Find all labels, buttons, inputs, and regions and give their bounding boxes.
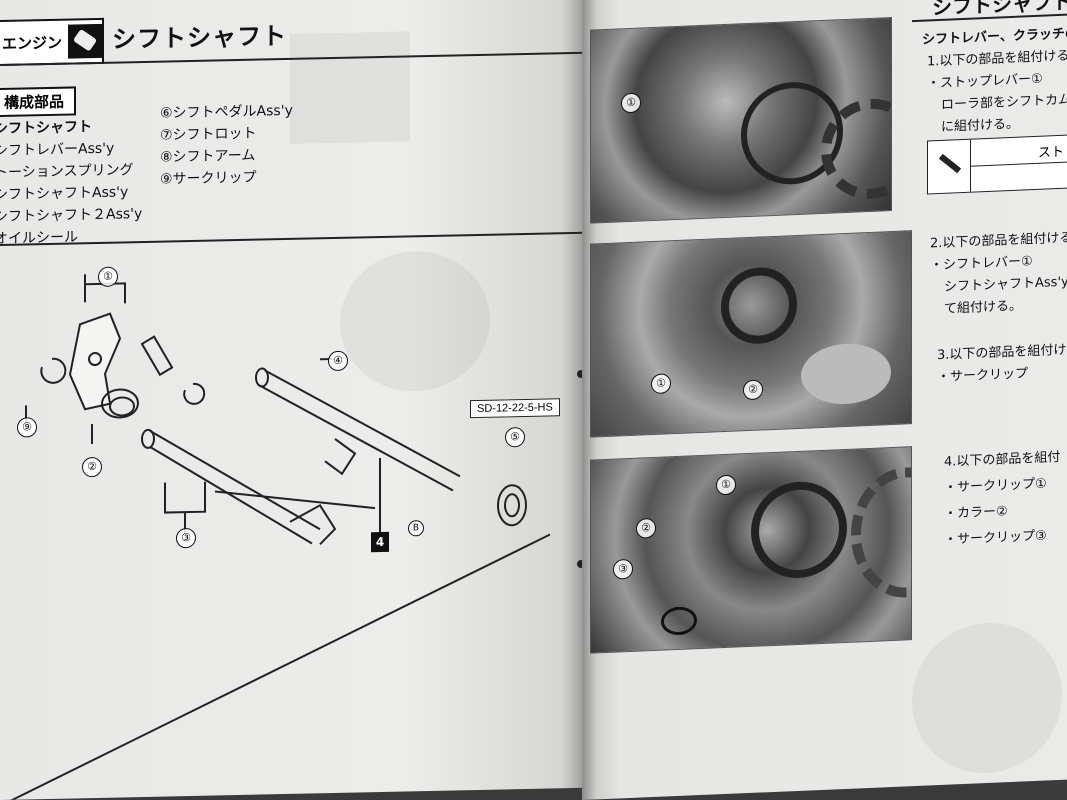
step-line: て組付ける。 bbox=[944, 298, 1023, 317]
binding-ring bbox=[577, 560, 585, 568]
tool-table: スト 1 bbox=[927, 133, 1067, 195]
list-item: シフトシャフト２Ass'y bbox=[0, 206, 143, 226]
binding-ring bbox=[577, 370, 585, 378]
step-line: ・サークリップ③ bbox=[944, 528, 1047, 548]
parts-list-2: ⑥シフトペダルAss'y ⑦シフトロット ⑧シフトアーム ⑨サークリップ bbox=[160, 100, 293, 191]
section-tab: エンジン bbox=[0, 17, 104, 67]
bleed-through bbox=[290, 31, 410, 144]
photo-callout: ② bbox=[636, 517, 656, 539]
parts-list-1: シフトシャフト シフトレバーAss'y トーションスプリング シフトシャフトAs… bbox=[0, 115, 142, 250]
tool-table-header: スト bbox=[1038, 144, 1065, 161]
bleed-through bbox=[912, 619, 1062, 777]
photo-callout: ② bbox=[743, 379, 763, 401]
photo-step-3: ① ② ③ bbox=[590, 446, 912, 654]
list-item: シフトシャフト bbox=[0, 119, 92, 138]
photo-callout: ① bbox=[621, 92, 641, 114]
step-line: ・サークリップ bbox=[937, 366, 1029, 386]
step-1: 1.以下の部品を組付ける。 ・ストップレバー① ローラ部をシフトカムの に組付け… bbox=[927, 45, 1067, 140]
photo-bearing bbox=[751, 479, 847, 580]
photo-step-2: ① ② bbox=[590, 230, 912, 438]
list-item: トーションスプリング bbox=[0, 162, 134, 182]
step-3: 3.以下の部品を組付け ・サークリップ bbox=[937, 340, 1066, 389]
photo-callout: ① bbox=[651, 373, 671, 395]
step-line: ・サークリップ① bbox=[944, 476, 1047, 496]
torque-wrench-icon bbox=[928, 139, 971, 194]
section-tab-label: エンジン bbox=[2, 33, 63, 53]
list-item: ⑨サークリップ bbox=[160, 169, 257, 188]
photo-bearing bbox=[721, 265, 797, 346]
page-title: シフトシャフト bbox=[112, 21, 287, 54]
exploded-diagram: ① ② ③ ④ ⑤ ⑨ 4 B bbox=[0, 231, 584, 800]
right-page: シフトシャフト ① ① ② ① ② ③ シフトレバー、クラッチの 1.以下の部品… bbox=[582, 0, 1067, 800]
step-4: 4.以下の部品を組付 ・サークリップ① ・カラー② ・サークリップ③ bbox=[944, 445, 1060, 554]
list-item: ⑦シフトロット bbox=[160, 125, 257, 144]
photo-circlip bbox=[661, 606, 697, 636]
photo-gear bbox=[851, 465, 912, 600]
lubricant-badge: 4 bbox=[371, 531, 389, 553]
parts-heading: 構成部品 bbox=[0, 86, 77, 118]
engine-icon bbox=[68, 23, 102, 59]
diagram-svg bbox=[0, 274, 551, 800]
photo-hand bbox=[801, 342, 891, 406]
list-item: ⑥シフトペダルAss'y bbox=[160, 102, 293, 122]
list-item: シフトシャフトAss'y bbox=[0, 184, 129, 204]
diagram-code: SD-12-22-5-HS bbox=[470, 398, 560, 419]
photo-callout: ③ bbox=[613, 558, 633, 580]
table-divider bbox=[970, 160, 1067, 167]
left-page: エンジン シフトシャフト 構成部品 シフトシャフト シフトレバーAss'y トー… bbox=[0, 0, 585, 800]
list-item: シフトレバーAss'y bbox=[0, 140, 115, 160]
photo-callout: ① bbox=[716, 474, 736, 496]
photo-step-1: ① bbox=[590, 17, 892, 224]
list-item: ⑧シフトアーム bbox=[160, 147, 256, 166]
step-2: 2.以下の部品を組付ける ・シフトレバー① シフトシャフトAss'y て組付ける… bbox=[930, 227, 1067, 321]
